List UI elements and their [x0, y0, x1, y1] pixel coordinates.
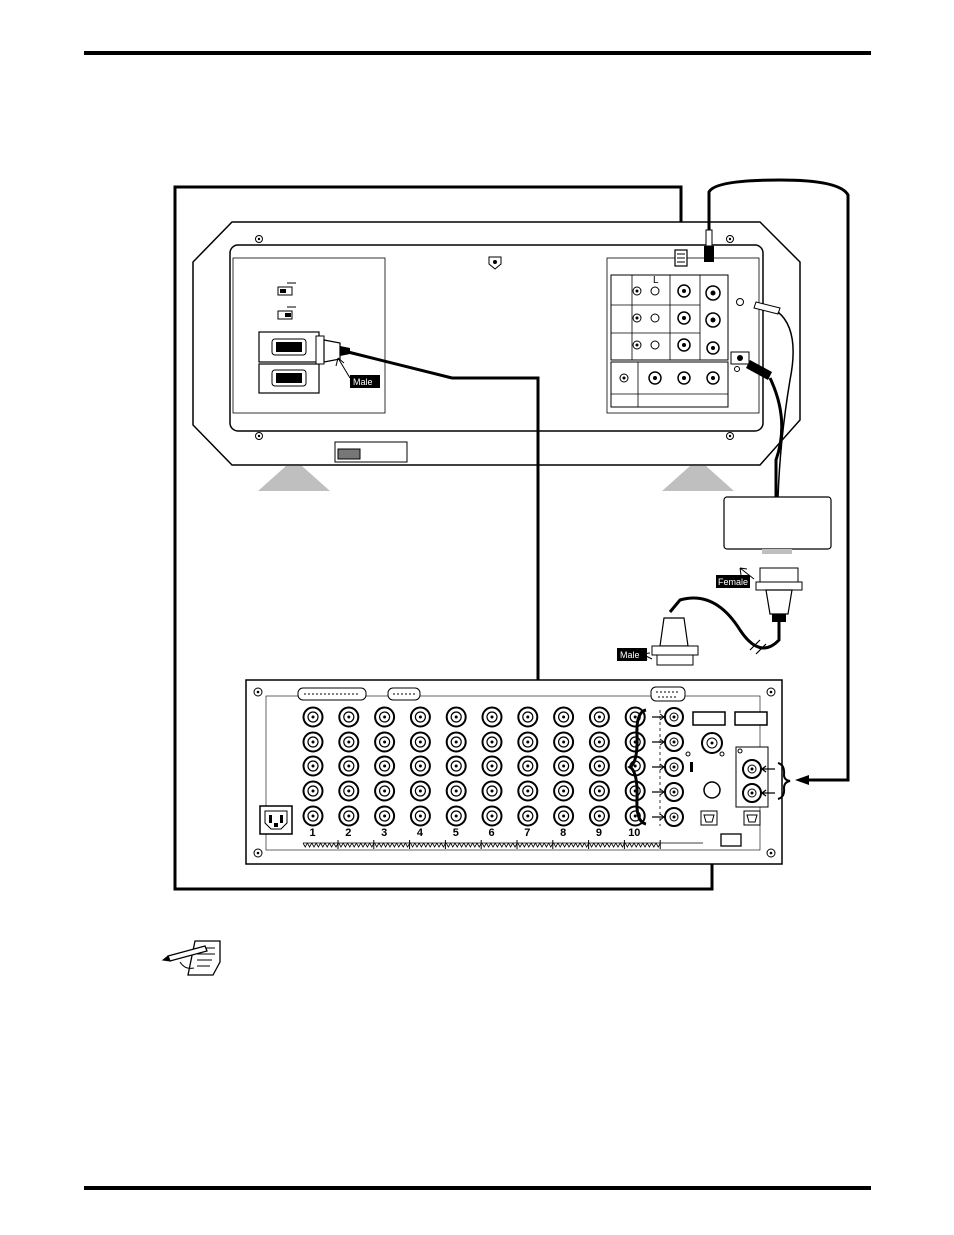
female-label: Female [718, 577, 748, 587]
channel-number: 3 [381, 827, 387, 839]
bnc-jack [590, 757, 609, 776]
bnc-jack [518, 708, 537, 727]
bnc-jack [339, 782, 358, 801]
male-label-lower: Male [620, 650, 640, 660]
power-socket-icon [260, 806, 292, 834]
switch-button-2 [735, 712, 767, 725]
bnc-jack [411, 757, 430, 776]
bnc-jack [375, 708, 394, 727]
male-connector-lower: Male [617, 618, 698, 665]
bnc-jack [626, 733, 645, 752]
bnc-jack [590, 807, 609, 826]
header-rule [84, 51, 871, 55]
bnc-jack [375, 807, 394, 826]
bnc-jack [626, 782, 645, 801]
vga-input-port [259, 332, 319, 362]
bnc-jack [447, 708, 466, 727]
bnc-jack [339, 708, 358, 727]
bnc-jack [375, 782, 394, 801]
bnc-jack [411, 807, 430, 826]
bnc-jack [590, 733, 609, 752]
dsub-port-small [388, 688, 420, 700]
bnc-jack [483, 708, 502, 727]
footer-rule [84, 1186, 871, 1190]
monitor-back-panel: Male L [193, 222, 800, 465]
bnc-jack [411, 708, 430, 727]
vga-port-switcher [651, 687, 685, 701]
audio-left-label: L [653, 275, 659, 286]
channel-number: 4 [417, 827, 424, 839]
bnc-jack [554, 782, 573, 801]
bnc-jack [339, 807, 358, 826]
dsub-port-large [298, 688, 366, 700]
bnc-jack [304, 782, 323, 801]
bnc-jack [304, 708, 323, 727]
bnc-jack [483, 782, 502, 801]
channel-number: 8 [560, 827, 566, 839]
bnc-jack [554, 733, 573, 752]
vga-output-port [259, 364, 319, 393]
bnc-jack [518, 782, 537, 801]
note-pencil-icon [163, 941, 220, 975]
bnc-jack [554, 807, 573, 826]
switch-button-1 [693, 712, 725, 725]
bnc-jack [375, 733, 394, 752]
bnc-jack [304, 807, 323, 826]
channel-number: 9 [596, 827, 602, 839]
switcher-back-panel: 1 2 3 4 5 6 7 8 9 10 [246, 680, 790, 864]
monitor-stand-right [662, 466, 734, 491]
bnc-jack [339, 733, 358, 752]
bnc-jack [447, 782, 466, 801]
channel-number: 5 [453, 827, 459, 839]
bnc-jack [339, 757, 358, 776]
bnc-jack [518, 733, 537, 752]
channel-number: 7 [524, 827, 530, 839]
bnc-jack [518, 807, 537, 826]
bnc-jack [518, 757, 537, 776]
bnc-jack [304, 733, 323, 752]
bnc-jack [483, 757, 502, 776]
bnc-jack [375, 757, 394, 776]
channel-number: 2 [345, 827, 351, 839]
bnc-jack [483, 807, 502, 826]
bnc-jack [447, 757, 466, 776]
bnc-jack [554, 757, 573, 776]
bnc-jack [304, 757, 323, 776]
channel-number: 10 [628, 827, 640, 839]
channel-number: 1 [310, 827, 316, 839]
bnc-jack [411, 733, 430, 752]
bnc-jack [590, 782, 609, 801]
bnc-jack [447, 807, 466, 826]
monitor-stand-left [258, 466, 330, 491]
power-adapter-box [724, 497, 831, 554]
bnc-jack [447, 733, 466, 752]
bnc-jack [554, 708, 573, 727]
male-label-monitor: Male [353, 377, 373, 387]
bnc-jack [483, 733, 502, 752]
bnc-jack [590, 708, 609, 727]
bnc-jack [411, 782, 430, 801]
arrow-head [795, 775, 809, 785]
channel-number: 6 [489, 827, 495, 839]
